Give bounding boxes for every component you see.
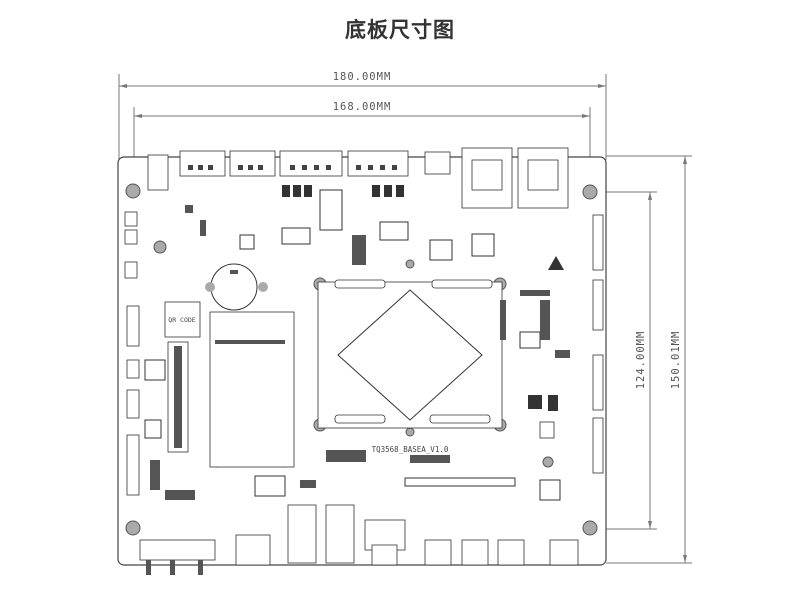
dimension-label-hole-spacing-height: 124.00MM bbox=[635, 331, 647, 390]
battery-pad bbox=[258, 282, 268, 292]
dimension-overall-width: 180.00MM bbox=[118, 71, 607, 160]
qr-code-label: QR CODE bbox=[168, 316, 195, 324]
dimension-overall-height: 150.01MM bbox=[606, 155, 692, 564]
battery-pad bbox=[205, 282, 215, 292]
esd-warning-icon bbox=[548, 256, 564, 270]
top-connectors bbox=[147, 147, 569, 209]
dimension-label-hole-spacing-width: 168.00MM bbox=[333, 101, 392, 113]
som-module bbox=[317, 279, 503, 429]
board-components bbox=[144, 189, 570, 501]
bottom-connectors bbox=[139, 504, 579, 575]
left-headers bbox=[124, 211, 140, 496]
right-connectors bbox=[539, 214, 604, 474]
m2-slot bbox=[209, 311, 295, 468]
dimension-label-overall-height: 150.01MM bbox=[670, 331, 682, 390]
page-title: 底板尺寸图 bbox=[345, 18, 455, 42]
board-version-label: TQ3568_BASEA_V1.0 bbox=[372, 445, 449, 454]
qr-code-area bbox=[164, 301, 201, 338]
dimension-label-overall-width: 180.00MM bbox=[333, 71, 392, 83]
